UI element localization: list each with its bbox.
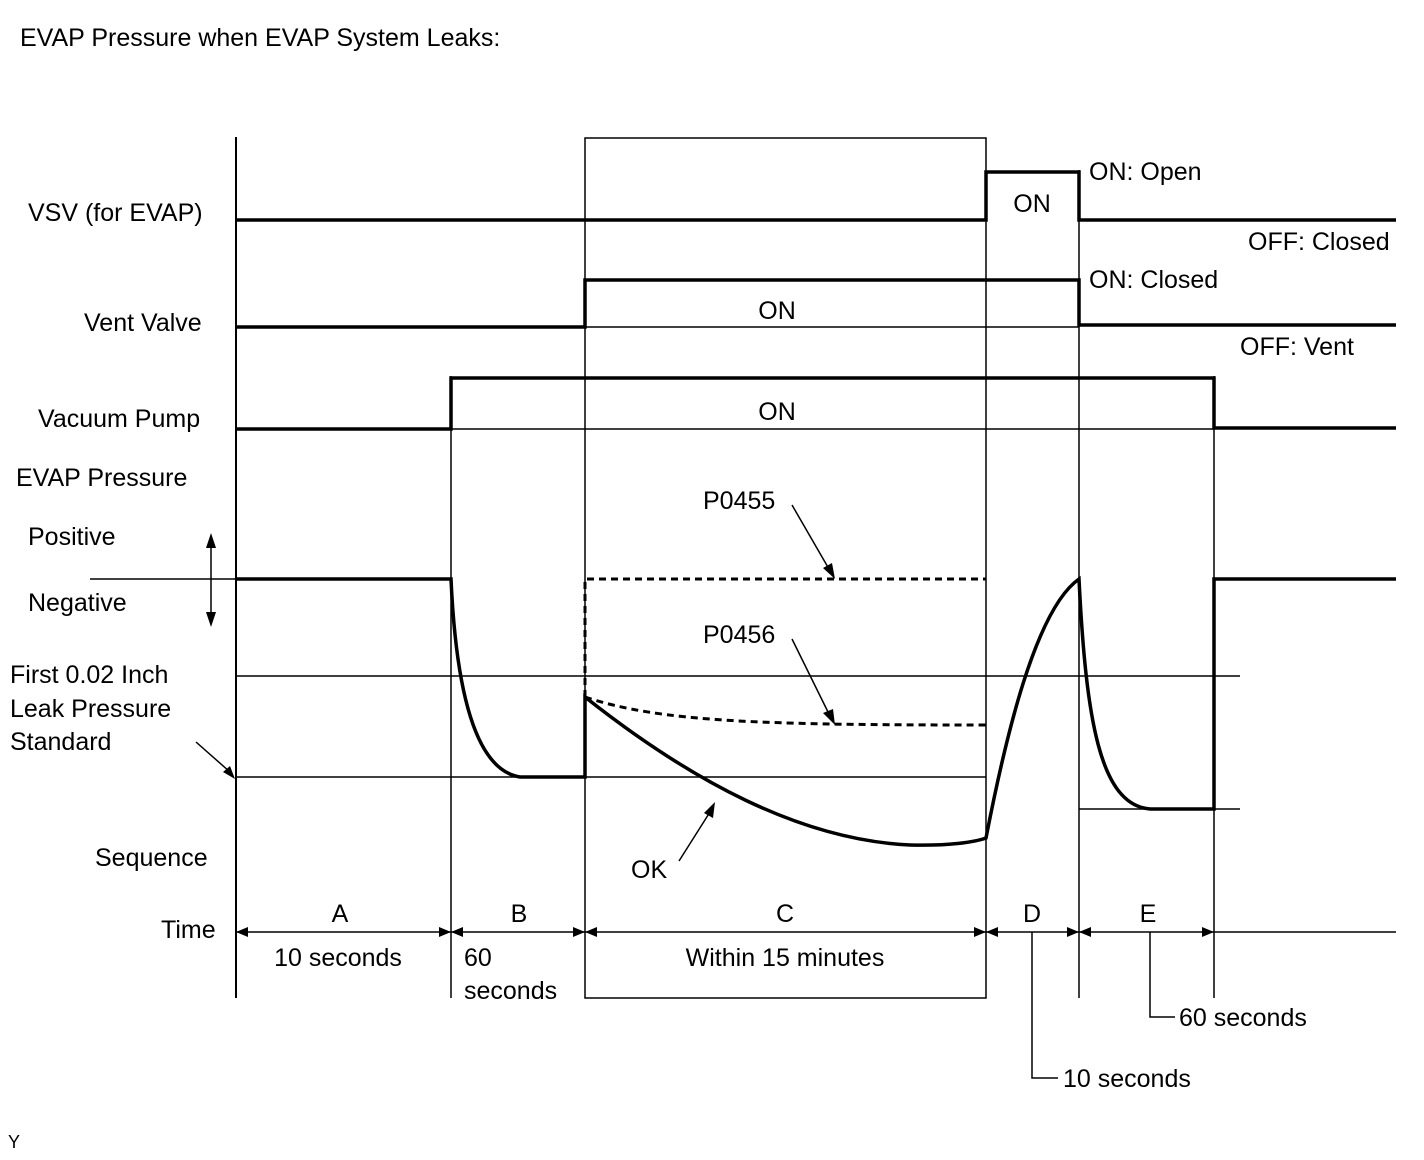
p0455-pointer (791, 504, 830, 570)
vacuum-pump-signal-line (236, 376, 1396, 431)
row-label-time: Time (161, 916, 216, 944)
duration-e-leader (1149, 932, 1175, 1018)
p0455-label: P0455 (703, 487, 775, 515)
diagram-title: EVAP Pressure when EVAP System Leaks: (20, 24, 500, 52)
sequence-e-label: E (1140, 900, 1157, 928)
row-label-sequence: Sequence (95, 844, 208, 872)
negative-label: Negative (28, 589, 127, 617)
evap-pressure-curve (236, 575, 1396, 847)
vent-valve-on-label: ON (758, 297, 796, 325)
vent-valve-on-description: ON: Closed (1089, 266, 1218, 294)
row-label-evap-pressure: EVAP Pressure (16, 464, 187, 492)
duration-e: 60 seconds (1179, 1004, 1307, 1032)
positive-label: Positive (28, 523, 116, 551)
footer-mark: Y (8, 1132, 20, 1152)
duration-d-leader (1031, 932, 1058, 1079)
sequence-c-label: C (776, 900, 794, 928)
time-segment-arrows (236, 927, 1214, 937)
duration-d: 10 seconds (1063, 1065, 1191, 1093)
p0456-pointer (791, 638, 830, 715)
leak-standard-label-line3: Standard (10, 728, 111, 756)
vent-valve-signal-line (236, 278, 1396, 329)
vsv-on-description: ON: Open (1089, 158, 1202, 186)
leak-standard-label-line1: First 0.02 Inch (10, 661, 168, 689)
row-label-vsv: VSV (for EVAP) (28, 199, 203, 227)
vsv-off-description: OFF: Closed (1248, 228, 1390, 256)
duration-c: Within 15 minutes (686, 944, 885, 972)
p0456-label: P0456 (703, 621, 775, 649)
positive-negative-arrow-icon (206, 533, 216, 627)
row-label-vent-valve: Vent Valve (84, 309, 202, 337)
duration-a: 10 seconds (274, 944, 402, 972)
period-c-frame (584, 137, 987, 999)
sequence-b-label: B (511, 900, 528, 928)
sequence-a-label: A (332, 900, 349, 928)
ok-arrow-icon (704, 802, 715, 818)
vent-valve-off-description: OFF: Vent (1240, 333, 1354, 361)
leak-standard-label-line2: Leak Pressure (10, 695, 171, 723)
vsv-on-label: ON (1013, 190, 1051, 218)
duration-b-line2: seconds (464, 977, 557, 1005)
leak-standard-pointer (195, 741, 231, 773)
ok-pointer (678, 811, 711, 862)
vsv-signal-line (236, 170, 1396, 222)
sequence-d-label: D (1023, 900, 1041, 928)
duration-b-line1: 60 (464, 944, 492, 972)
leak-standard-arrow-icon (223, 766, 235, 779)
vacuum-pump-on-label: ON (758, 398, 796, 426)
p0455-dashed-curve (583, 577, 986, 697)
p0455-arrow-icon (823, 563, 835, 579)
row-label-vacuum-pump: Vacuum Pump (38, 405, 200, 433)
ok-label: OK (631, 856, 667, 884)
p0456-dashed-curve (584, 695, 987, 727)
p0456-arrow-icon (823, 709, 835, 725)
